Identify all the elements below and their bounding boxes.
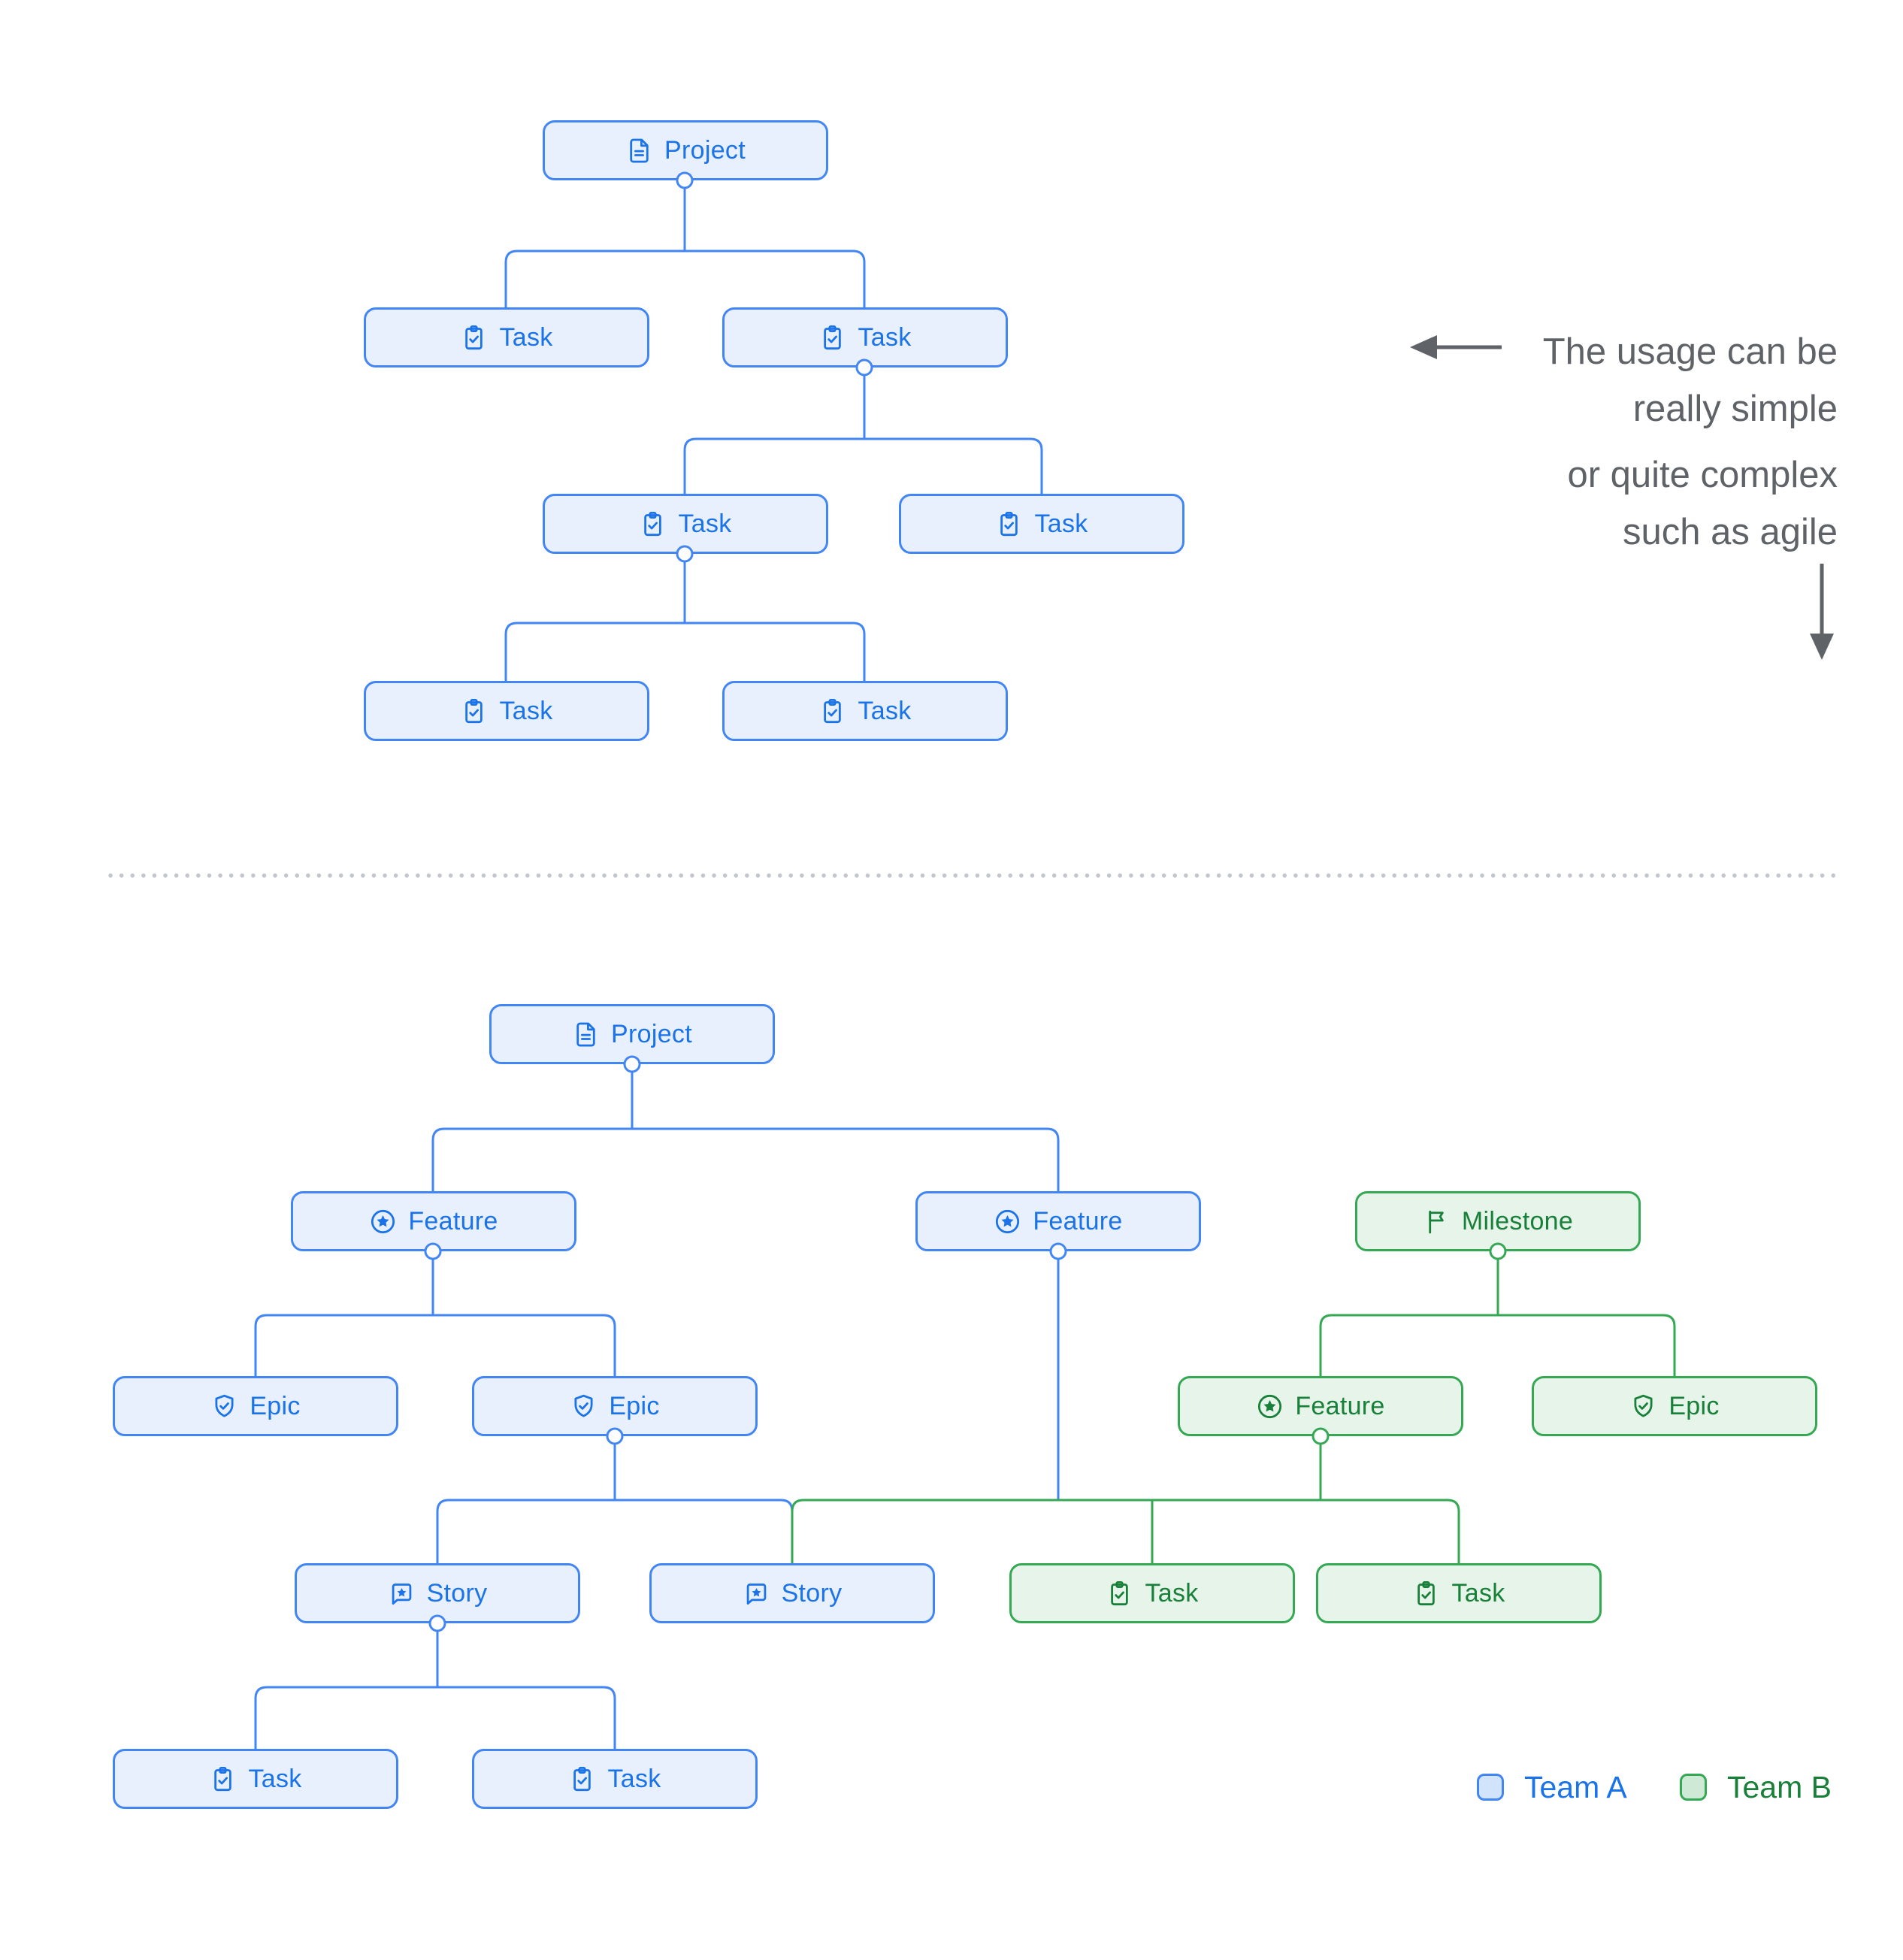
- feature-icon: [369, 1208, 397, 1236]
- epic-icon: [570, 1393, 598, 1420]
- node-feature: Feature: [291, 1191, 576, 1251]
- node-task: Task: [899, 494, 1184, 554]
- task-icon: [568, 1765, 596, 1793]
- legend-item-team-b: Team B: [1680, 1769, 1832, 1804]
- node-label: Feature: [1295, 1391, 1385, 1420]
- node-feature: Feature: [915, 1191, 1201, 1251]
- node-label: Project: [611, 1019, 692, 1048]
- task-icon: [818, 324, 846, 352]
- node-story: Story: [649, 1563, 935, 1623]
- epic-icon: [210, 1393, 238, 1420]
- node-label: Story: [781, 1578, 843, 1608]
- epic-icon: [1629, 1393, 1657, 1420]
- node-task: Task: [1009, 1563, 1295, 1623]
- legend-item-team-a: Team A: [1477, 1769, 1627, 1804]
- document-icon: [572, 1021, 600, 1048]
- node-label: Task: [248, 1764, 302, 1793]
- node-project: Project: [489, 1004, 775, 1064]
- node-label: Task: [607, 1764, 661, 1793]
- node-task: Task: [1316, 1563, 1602, 1623]
- node-label: Task: [499, 696, 553, 725]
- node-feature: Feature: [1178, 1376, 1463, 1436]
- annotation-line: really simple: [1632, 389, 1838, 429]
- feature-icon: [1256, 1393, 1284, 1420]
- task-icon: [460, 324, 488, 352]
- legend-label: Team B: [1727, 1769, 1832, 1804]
- node-label: Task: [1145, 1578, 1199, 1608]
- node-label: Epic: [250, 1391, 301, 1420]
- annotation-line: The usage can be: [1542, 331, 1838, 372]
- node-label: Epic: [1669, 1391, 1720, 1420]
- task-icon: [1106, 1580, 1133, 1608]
- node-story: Story: [295, 1563, 580, 1623]
- document-icon: [625, 137, 653, 165]
- node-label: Project: [664, 135, 746, 165]
- node-label: Task: [499, 322, 553, 352]
- node-label: Task: [858, 322, 912, 352]
- node-label: Epic: [609, 1391, 660, 1420]
- node-label: Feature: [408, 1206, 498, 1236]
- top-tree-connectors: [504, 179, 1043, 682]
- node-task: Task: [722, 681, 1008, 741]
- node-task: Task: [113, 1749, 398, 1809]
- task-icon: [639, 510, 667, 538]
- down-arrow-head-icon: [1810, 634, 1834, 660]
- feature-icon: [994, 1208, 1021, 1236]
- node-epic: Epic: [472, 1376, 758, 1436]
- story-icon: [388, 1580, 416, 1608]
- legend-label: Team A: [1524, 1769, 1627, 1804]
- node-task: Task: [472, 1749, 758, 1809]
- task-icon: [995, 510, 1023, 538]
- team-b-swatch-icon: [1680, 1774, 1707, 1801]
- annotation-line: or quite complex: [1567, 455, 1838, 495]
- story-icon: [743, 1580, 770, 1608]
- node-label: Milestone: [1461, 1206, 1574, 1236]
- milestone-icon: [1423, 1208, 1451, 1236]
- node-label: Task: [1034, 509, 1088, 538]
- annotation-line: such as agile: [1622, 512, 1838, 552]
- node-label: Task: [858, 696, 912, 725]
- team-a-swatch-icon: [1477, 1774, 1504, 1801]
- node-task: Task: [722, 307, 1008, 368]
- node-task: Task: [364, 307, 649, 368]
- node-epic: Epic: [113, 1376, 398, 1436]
- node-task: Task: [364, 681, 649, 741]
- task-icon: [818, 697, 846, 725]
- task-icon: [1412, 1580, 1440, 1608]
- task-icon: [209, 1765, 237, 1793]
- node-milestone: Milestone: [1355, 1191, 1641, 1251]
- node-label: Task: [1451, 1578, 1505, 1608]
- node-project: Project: [543, 120, 828, 180]
- node-label: Story: [426, 1578, 488, 1608]
- node-epic: Epic: [1532, 1376, 1817, 1436]
- node-label: Feature: [1033, 1206, 1123, 1236]
- task-icon: [460, 697, 488, 725]
- annotation-text: The usage can be really simple or quite …: [1543, 323, 1838, 561]
- node-label: Task: [678, 509, 732, 538]
- node-task: Task: [543, 494, 828, 554]
- left-arrow-head-icon: [1410, 335, 1437, 359]
